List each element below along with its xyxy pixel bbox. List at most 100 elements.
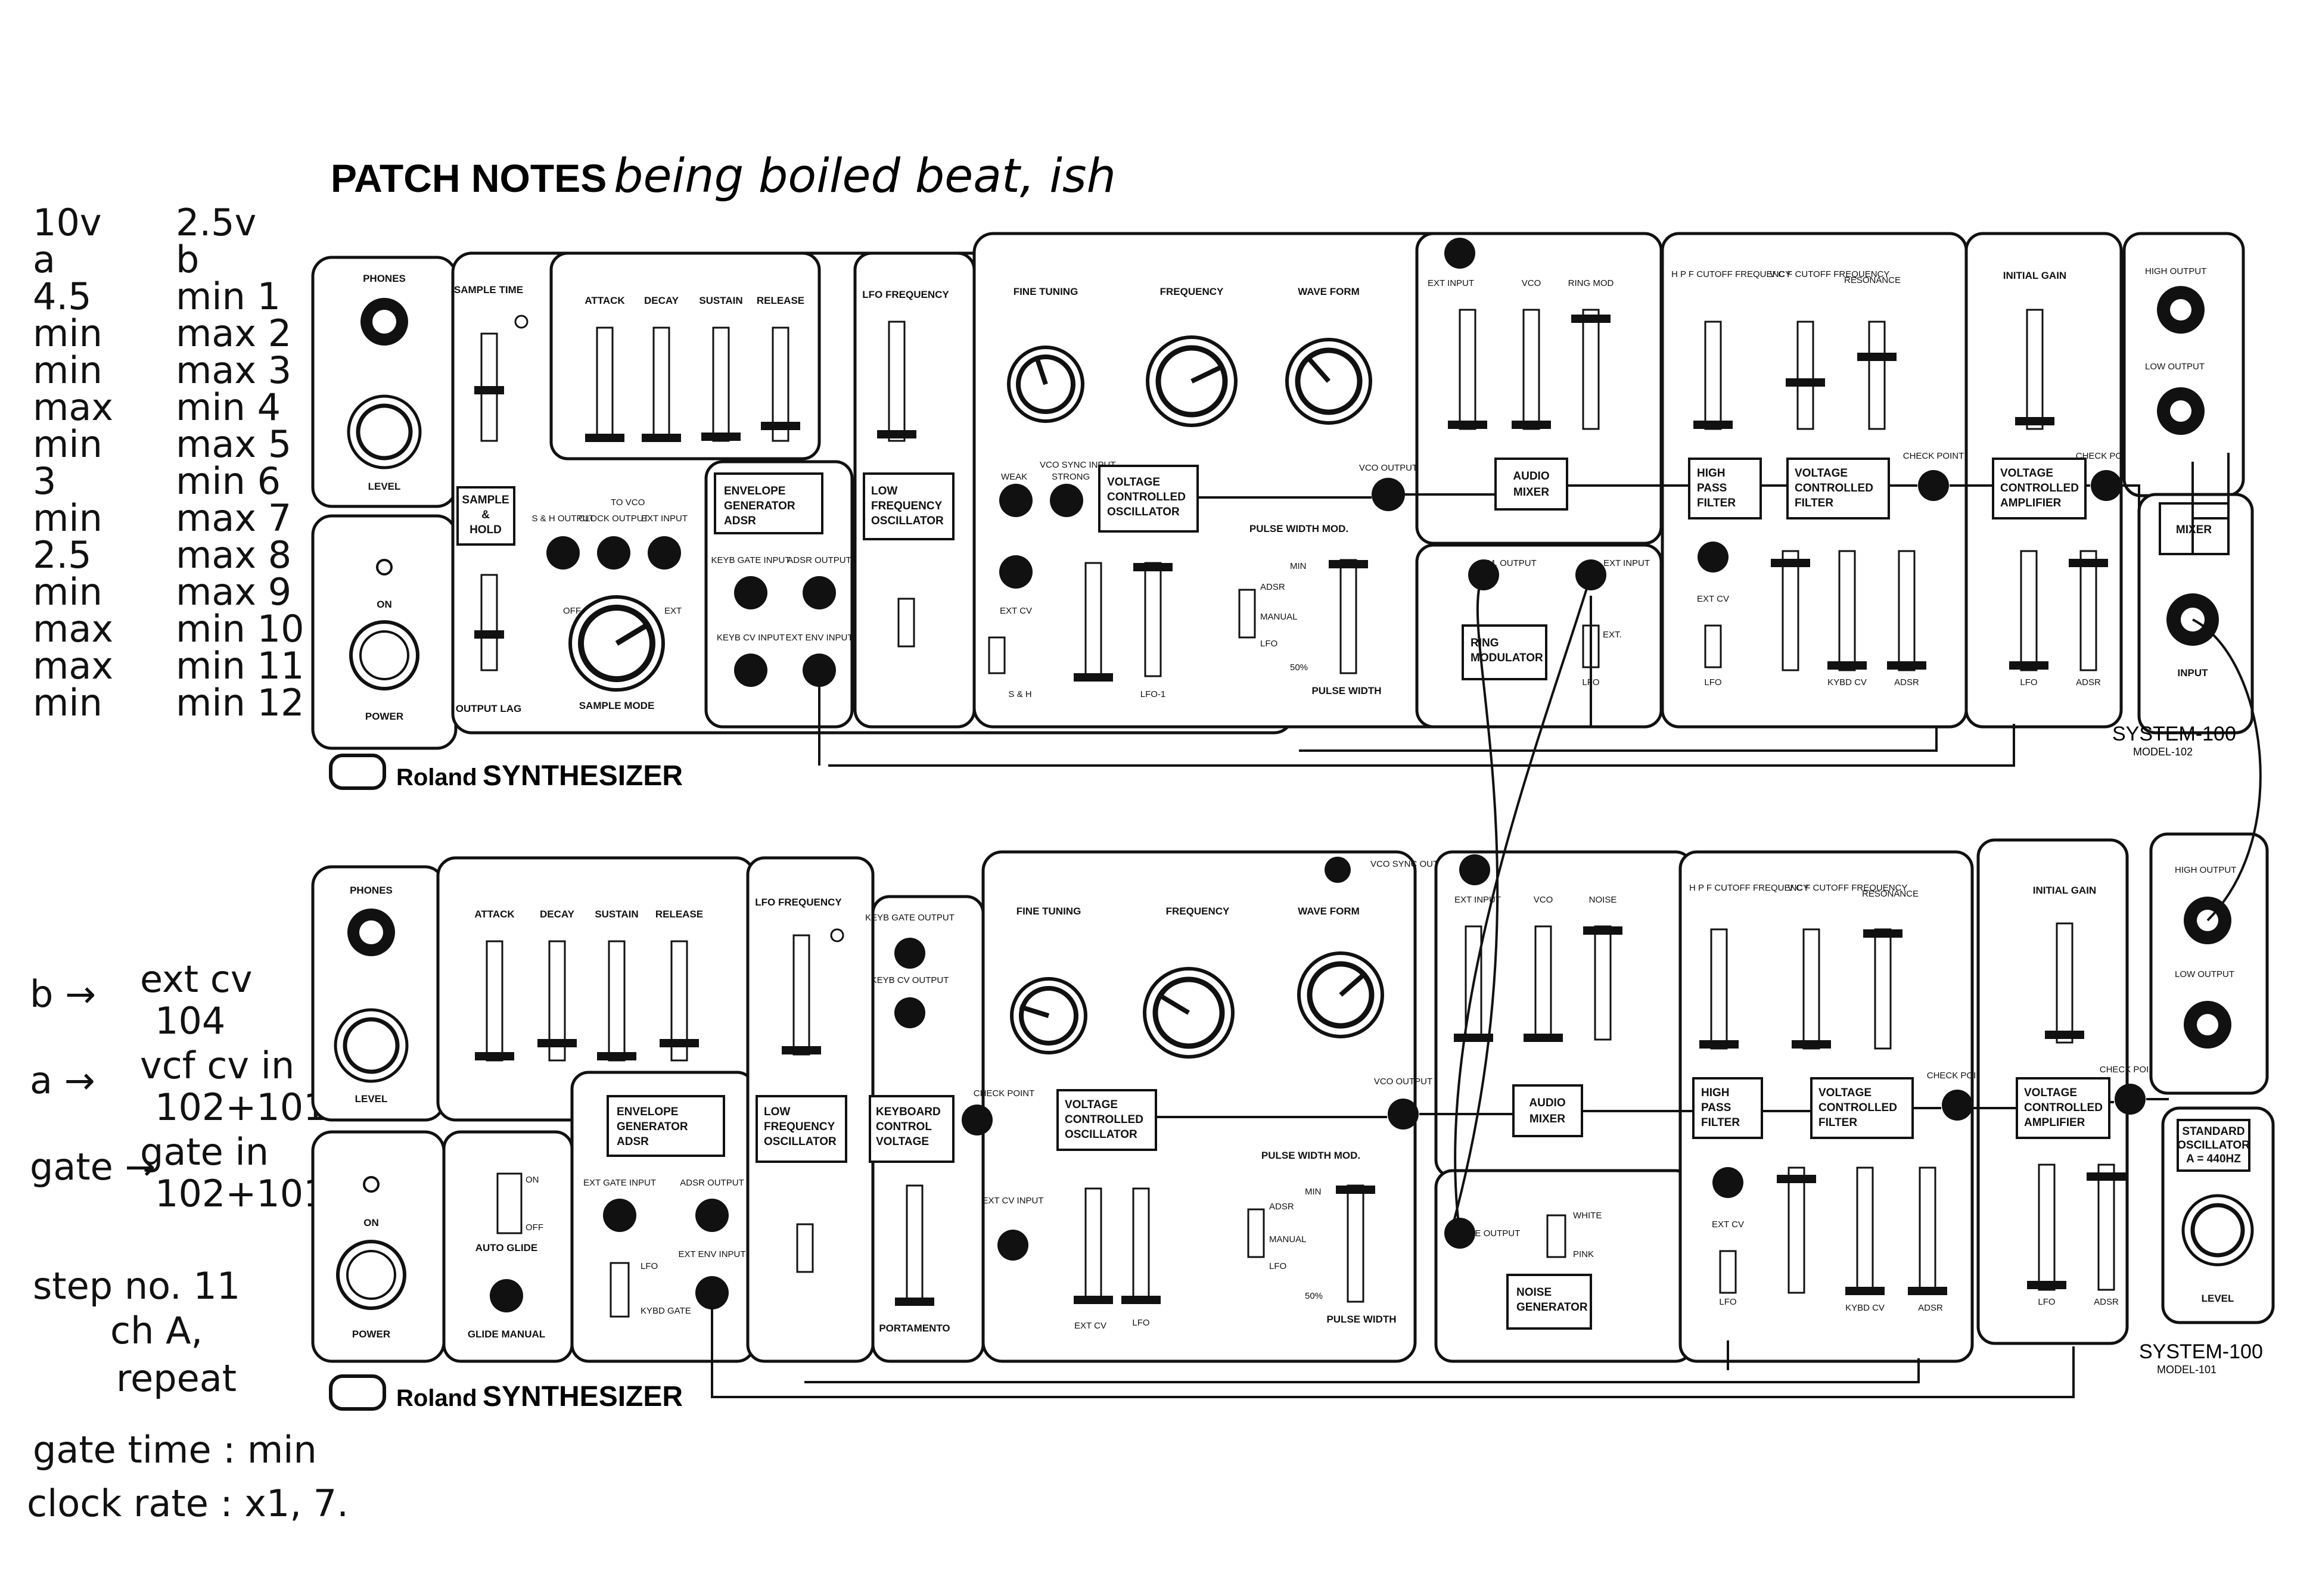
mixer101-slider-vco[interactable] bbox=[1534, 925, 1552, 1041]
pulse-width-slider-101[interactable] bbox=[1347, 1184, 1364, 1303]
vcf101-mod-slider-3[interactable] bbox=[1919, 1166, 1936, 1294]
vca101-adsr-slider[interactable] bbox=[2097, 1163, 2115, 1291]
vcf-check-point-jack[interactable] bbox=[1918, 470, 1949, 501]
vcf-mod-cap-1[interactable] bbox=[1771, 559, 1810, 567]
vcf-cutoff-cap[interactable] bbox=[1786, 378, 1825, 387]
vca-lfo-cap[interactable] bbox=[2009, 661, 2048, 670]
vcf-mod-cap-2[interactable] bbox=[1827, 661, 1867, 670]
release-cap-101[interactable] bbox=[660, 1039, 699, 1047]
gate-source-switch[interactable] bbox=[610, 1262, 630, 1318]
vcf-ext-cv-jack[interactable] bbox=[1698, 542, 1729, 573]
attack-slider-101[interactable] bbox=[486, 940, 503, 1062]
hpf-slider-101[interactable] bbox=[1710, 928, 1728, 1050]
lfo-frequency-cap[interactable] bbox=[877, 430, 916, 438]
lfo-frequency-cap-101[interactable] bbox=[782, 1046, 821, 1054]
vco-output-jack[interactable] bbox=[1372, 478, 1405, 511]
pulse-width-slider[interactable] bbox=[1339, 559, 1357, 674]
adsr-output-jack-101[interactable] bbox=[695, 1199, 729, 1232]
vca101-lfo-slider[interactable] bbox=[2038, 1163, 2056, 1291]
vcf-cutoff-cap-101[interactable] bbox=[1792, 1040, 1831, 1049]
vco-sync-strong-jack[interactable] bbox=[1050, 484, 1083, 517]
clock-output-jack[interactable] bbox=[597, 536, 630, 570]
vcf-mod-slider-1[interactable] bbox=[1782, 550, 1799, 671]
ext-gate-input-jack[interactable] bbox=[603, 1199, 636, 1232]
vcf-cutoff-slider[interactable] bbox=[1796, 321, 1814, 430]
vcf-mod-slider-2[interactable] bbox=[1838, 550, 1856, 671]
decay-cap[interactable] bbox=[642, 434, 681, 442]
auto-glide-switch[interactable] bbox=[496, 1172, 523, 1234]
vcf101-mod-slider-1[interactable] bbox=[1787, 1166, 1805, 1294]
mixer-cap-vco[interactable] bbox=[1512, 421, 1551, 429]
vco-mod-slider-1[interactable] bbox=[1084, 562, 1102, 677]
vcf-lfo-switch[interactable] bbox=[1704, 624, 1722, 668]
vco-mod-cap-2[interactable] bbox=[1133, 563, 1173, 571]
vco101-mod-cap-1[interactable] bbox=[1074, 1296, 1113, 1304]
decay-cap-101[interactable] bbox=[537, 1039, 577, 1047]
vcf101-lfo-switch[interactable] bbox=[1719, 1250, 1737, 1294]
mixer-slider-vco[interactable] bbox=[1522, 309, 1540, 430]
vco-mod-cap-1[interactable] bbox=[1074, 673, 1113, 682]
adsr-output-jack[interactable] bbox=[803, 576, 836, 609]
vca-adsr-cap[interactable] bbox=[2069, 559, 2108, 567]
vco101-mod-slider-2[interactable] bbox=[1132, 1187, 1150, 1303]
vco-mod-slider-2[interactable] bbox=[1144, 562, 1162, 677]
mixer-slider-ring[interactable] bbox=[1582, 309, 1600, 430]
vco101-mod-slider-1[interactable] bbox=[1084, 1187, 1102, 1303]
kcv-check-point-jack[interactable] bbox=[962, 1105, 993, 1135]
portamento-slider[interactable] bbox=[906, 1184, 924, 1306]
vcf101-mod-cap-3[interactable] bbox=[1908, 1287, 1947, 1295]
decay-slider[interactable] bbox=[652, 326, 670, 442]
mixer-ext-input-jack[interactable] bbox=[1444, 238, 1475, 269]
vco-sync-output-jack[interactable] bbox=[1325, 857, 1351, 883]
noise-color-switch[interactable] bbox=[1546, 1214, 1566, 1258]
initial-gain-slider[interactable] bbox=[2026, 309, 2044, 430]
ext-cv-input-jack[interactable] bbox=[997, 1230, 1028, 1261]
vca101-adsr-cap[interactable] bbox=[2087, 1172, 2126, 1181]
output-lag-slider[interactable] bbox=[480, 574, 498, 671]
sustain-slider-101[interactable] bbox=[608, 940, 626, 1062]
vco101-mod-cap-2[interactable] bbox=[1121, 1296, 1161, 1304]
sustain-slider[interactable] bbox=[712, 326, 730, 442]
sustain-cap[interactable] bbox=[701, 433, 741, 441]
vcf101-mod-slider-2[interactable] bbox=[1856, 1166, 1874, 1294]
mixer101-ext-input-jack[interactable] bbox=[1459, 854, 1490, 885]
vca-lfo-slider[interactable] bbox=[2020, 550, 2038, 671]
pw-mod-switch-101[interactable] bbox=[1247, 1208, 1265, 1258]
ext-cv-jack-102[interactable] bbox=[999, 555, 1033, 589]
attack-cap-101[interactable] bbox=[475, 1052, 514, 1060]
vcf-mod-cap-3[interactable] bbox=[1887, 661, 1926, 670]
lfo-wave-switch[interactable] bbox=[897, 598, 915, 648]
resonance-slider-101[interactable] bbox=[1874, 928, 1892, 1050]
mixer101-slider-noise[interactable] bbox=[1594, 925, 1612, 1041]
portamento-cap[interactable] bbox=[895, 1298, 934, 1306]
keyb-cv-output-jack[interactable] bbox=[894, 997, 925, 1028]
initial-gain-cap-101[interactable] bbox=[2045, 1031, 2084, 1039]
vca101-lfo-cap[interactable] bbox=[2027, 1281, 2066, 1289]
ext-env-input-jack[interactable] bbox=[803, 654, 836, 687]
mixer-cap-ext[interactable] bbox=[1448, 421, 1487, 429]
mixer-cap-ring[interactable] bbox=[1571, 315, 1611, 323]
vca-check-point-jack[interactable] bbox=[2091, 470, 2122, 501]
sh-ext-input-jack[interactable] bbox=[648, 536, 681, 570]
keyb-gate-input-jack[interactable] bbox=[734, 576, 767, 609]
release-cap[interactable] bbox=[761, 422, 800, 430]
attack-slider[interactable] bbox=[596, 326, 614, 442]
vcf-cutoff-slider-101[interactable] bbox=[1802, 928, 1820, 1050]
keyb-cv-input-jack[interactable] bbox=[734, 654, 767, 687]
pw-mod-switch[interactable] bbox=[1238, 589, 1256, 639]
lfo-wave-switch-101[interactable] bbox=[796, 1223, 814, 1273]
vcf101-check-point-jack[interactable] bbox=[1942, 1090, 1973, 1121]
hpf-slider[interactable] bbox=[1704, 321, 1722, 430]
vco-output-jack-101[interactable] bbox=[1388, 1099, 1419, 1130]
hpf-cap[interactable] bbox=[1693, 421, 1733, 429]
mixer-slider-ext[interactable] bbox=[1459, 309, 1476, 430]
vcf-mod-slider-3[interactable] bbox=[1898, 550, 1916, 671]
mixer101-cap-noise[interactable] bbox=[1583, 926, 1622, 935]
initial-gain-cap[interactable] bbox=[2015, 417, 2054, 425]
vca-adsr-slider[interactable] bbox=[2079, 550, 2097, 671]
resonance-slider[interactable] bbox=[1868, 321, 1886, 430]
sh-switch[interactable] bbox=[988, 636, 1006, 674]
sustain-cap-101[interactable] bbox=[597, 1052, 636, 1060]
output-lag-cap[interactable] bbox=[474, 630, 504, 639]
vcf101-mod-cap-1[interactable] bbox=[1777, 1175, 1816, 1183]
